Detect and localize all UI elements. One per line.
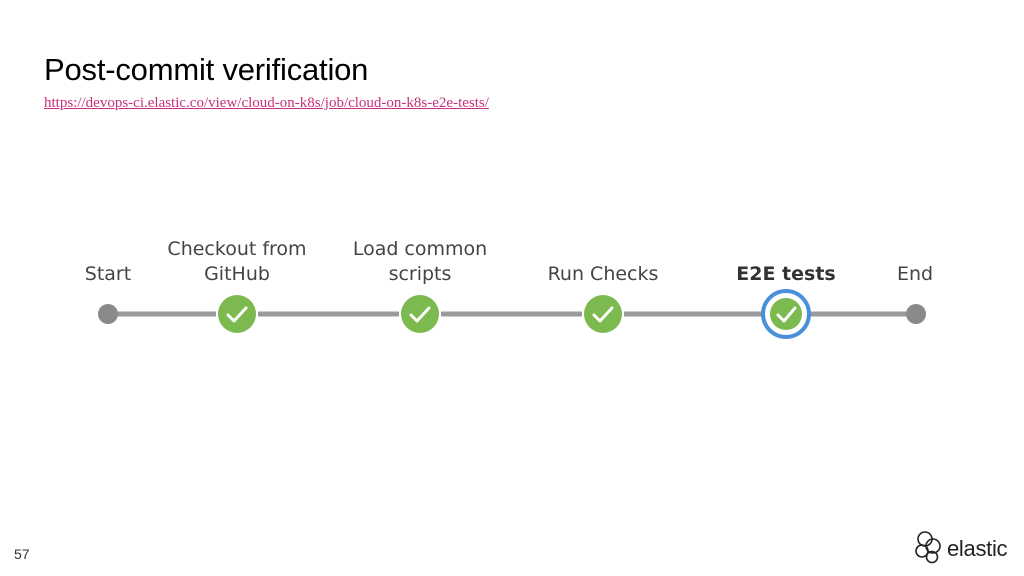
checkmark-icon <box>592 306 614 323</box>
stage-node-checkout[interactable] <box>218 295 256 333</box>
end-node[interactable] <box>906 304 926 324</box>
stage-label-load-scripts: Load common scripts <box>352 238 488 285</box>
pipeline-url-link[interactable]: https://devops-ci.elastic.co/view/cloud-… <box>44 95 489 111</box>
stage-node-run-checks[interactable] <box>584 295 622 333</box>
stage-label-end: End <box>896 263 934 285</box>
stage-label-run-checks: Run Checks <box>547 263 659 285</box>
elastic-logo-icon <box>915 531 941 564</box>
success-circle <box>218 295 256 333</box>
slide-title: Post-commit verification <box>44 52 369 87</box>
success-circle <box>401 295 439 333</box>
stage-label-e2e-tests: E2E tests <box>736 263 836 285</box>
stage-label-start: Start <box>84 263 132 285</box>
stage-node-e2e-tests[interactable] <box>761 289 811 339</box>
stage-node-load-scripts[interactable] <box>401 295 439 333</box>
checkmark-icon <box>226 306 248 323</box>
checkmark-icon <box>409 306 431 323</box>
success-circle <box>770 298 802 330</box>
stage-label-checkout: Checkout from GitHub <box>167 238 307 285</box>
elastic-logo-text: elastic <box>947 536 1008 561</box>
success-circle <box>584 295 622 333</box>
page-number: 57 <box>14 546 30 562</box>
checkmark-icon <box>776 306 797 323</box>
start-node[interactable] <box>98 304 118 324</box>
